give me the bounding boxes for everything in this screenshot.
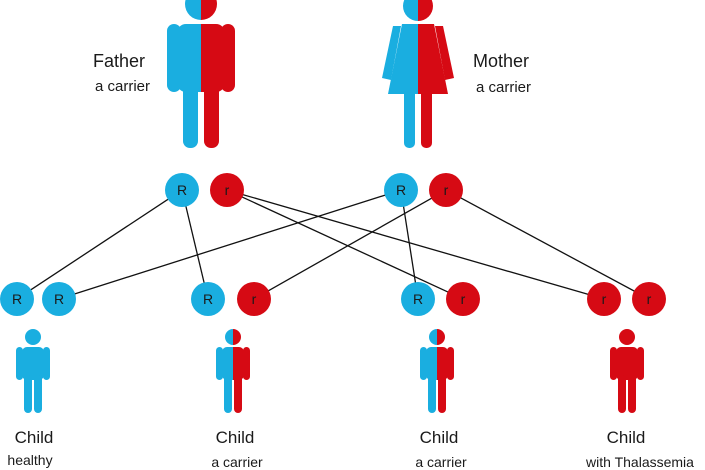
child-2-allele-1: R <box>191 282 225 316</box>
child-figure-icon <box>216 329 250 413</box>
father-figure <box>167 0 235 148</box>
child-3-status: a carrier <box>415 454 467 470</box>
child-1-status: healthy <box>7 452 53 468</box>
child-3-allele-1: R <box>401 282 435 316</box>
child-4-allele-1: r <box>587 282 621 316</box>
allele-label: R <box>203 291 213 307</box>
child-2-status: a carrier <box>211 454 263 470</box>
father-allele-1: R <box>165 173 199 207</box>
allele-label: r <box>602 291 607 307</box>
allele-label: R <box>12 291 22 307</box>
female-figure-icon <box>382 0 454 148</box>
child-3-title: Child <box>419 428 459 447</box>
allele-label: R <box>54 291 64 307</box>
allele-label: r <box>225 182 230 198</box>
child-2-figure <box>216 329 250 413</box>
mother-allele-1: R <box>384 173 418 207</box>
child-1-figure <box>16 329 50 413</box>
allele-label: R <box>413 291 423 307</box>
inheritance-line-2 <box>73 193 387 296</box>
child-1-allele-1: R <box>0 282 34 316</box>
child-figure-icon <box>420 329 454 413</box>
child-2-allele-2: r <box>237 282 271 316</box>
child-4-title: Child <box>606 428 646 447</box>
child-4-figure <box>610 329 644 413</box>
inheritance-line-3 <box>184 204 206 285</box>
child-4-allele-2: r <box>632 282 666 316</box>
child-figure-icon <box>610 329 644 413</box>
child-1-title: Child <box>14 428 54 447</box>
mother-allele-2: r <box>429 173 463 207</box>
child-1-allele-2: R <box>42 282 76 316</box>
allele-label: r <box>444 182 449 198</box>
allele-label: r <box>461 291 466 307</box>
inheritance-line-6 <box>240 195 450 294</box>
child-3-figure <box>420 329 454 413</box>
mother-status: a carrier <box>476 79 532 96</box>
inheritance-line-7 <box>241 193 590 296</box>
figures <box>16 0 644 413</box>
child-2-title: Child <box>215 428 255 447</box>
allele-label: r <box>252 291 257 307</box>
inheritance-lines <box>29 193 637 296</box>
allele-label: r <box>647 291 652 307</box>
allele-label: R <box>396 182 406 198</box>
inheritance-line-4 <box>266 196 434 293</box>
allele-label: R <box>177 182 187 198</box>
child-4-status: with Thalassemia <box>586 454 694 470</box>
inheritance-line-8 <box>458 196 637 293</box>
child-3-allele-2: r <box>446 282 480 316</box>
child-figure-icon <box>16 329 50 413</box>
inheritance-line-1 <box>29 197 170 292</box>
inheritance-line-5 <box>402 204 417 285</box>
mother-figure <box>382 0 454 148</box>
father-status: a carrier <box>95 78 151 95</box>
father-title: Father <box>93 51 146 71</box>
father-allele-2: r <box>210 173 244 207</box>
male-figure-icon <box>167 0 235 148</box>
mother-title: Mother <box>473 51 530 71</box>
